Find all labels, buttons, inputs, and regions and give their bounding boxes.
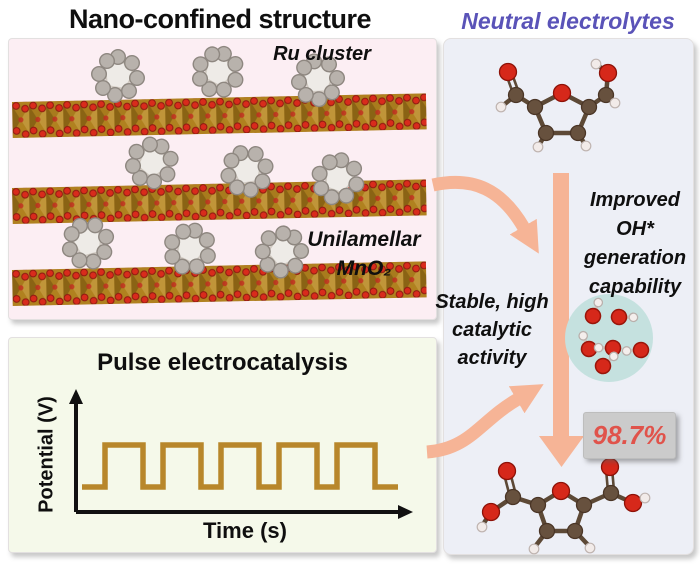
improved-line-3: generation: [583, 247, 687, 269]
unilamellar-line-2: MnO₂: [336, 257, 392, 280]
curved-arrow-top-icon: [431, 175, 539, 254]
flow-arrow-icon: [539, 173, 584, 467]
ru-cluster-label: Ru cluster: [273, 43, 371, 65]
ru-cluster-icon: [183, 37, 253, 107]
oh-radical-bubble: [565, 294, 653, 382]
improved-line-2: OH*: [616, 218, 654, 240]
unilamellar-label: Unilamellar MnO₂: [296, 225, 432, 283]
stable-line-2: catalytic: [451, 319, 533, 341]
reactant-molecule: [495, 58, 621, 153]
x-axis-label: Time (s): [203, 518, 287, 543]
y-axis-arrowhead-icon: [69, 389, 83, 404]
improved-oh-label: Improved OH* generation capability: [574, 186, 696, 302]
mno2-layer: [12, 261, 427, 306]
right-title: Neutral electrolytes: [461, 8, 675, 34]
product-molecule: [476, 457, 651, 555]
mno2-layer: [12, 93, 427, 138]
stable-activity-label: Stable, high catalytic activity: [428, 288, 556, 372]
x-axis-arrowhead-icon: [398, 505, 413, 519]
stable-line-1: Stable, high: [435, 291, 549, 313]
improved-line-1: Improved: [589, 189, 681, 211]
y-axis-label: Potential (V): [35, 396, 58, 513]
left-title: Nano-confined structure: [68, 4, 372, 34]
improved-line-4: capability: [588, 276, 682, 298]
stable-line-3: activity: [457, 347, 527, 369]
ru-cluster-icon: [90, 48, 146, 104]
mno2-layer: [12, 179, 427, 224]
yield-badge: 98.7%: [583, 412, 676, 459]
pulse-title: Pulse electrocatalysis: [97, 349, 348, 376]
pulse-waveform: [82, 442, 398, 490]
curved-arrow-bottom-icon: [426, 384, 544, 459]
unilamellar-line-1: Unilamellar: [307, 228, 421, 251]
pulse-axes: [69, 389, 413, 519]
